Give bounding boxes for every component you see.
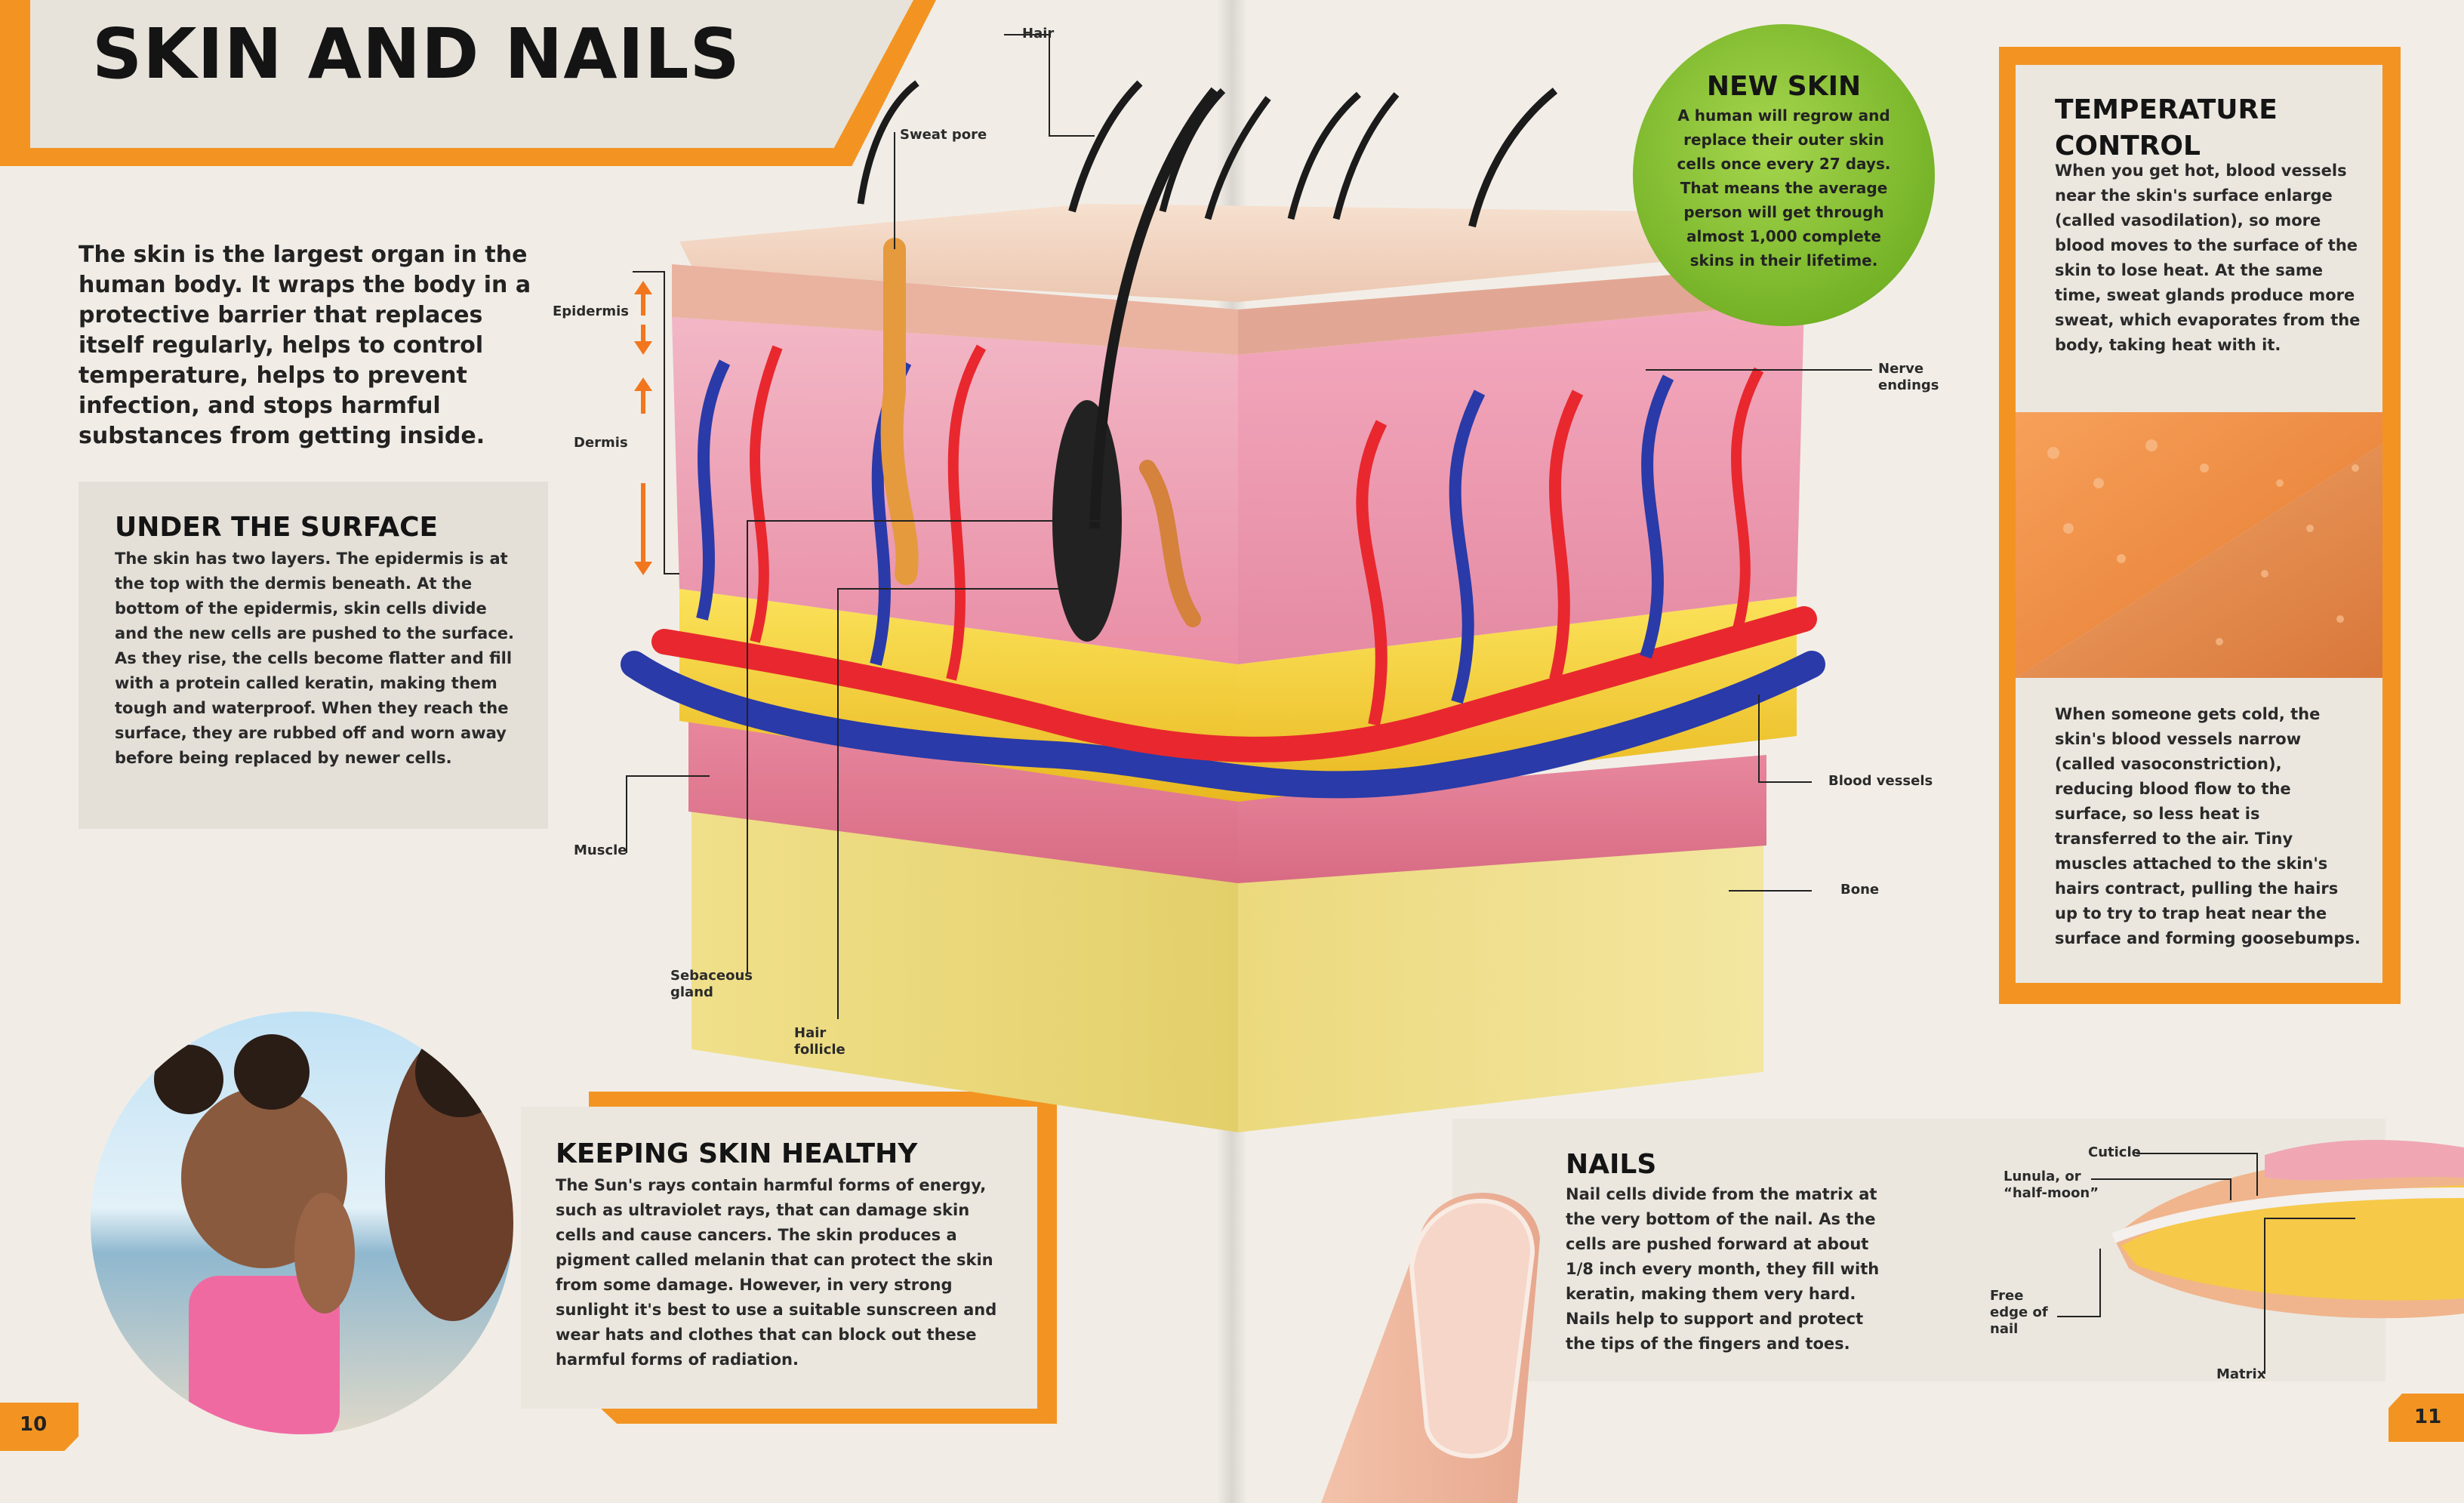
label-matrix: Matrix xyxy=(2216,1366,2266,1382)
label-nerve-endings: Nerve endings xyxy=(1878,361,1939,393)
temperature-title: TEMPERATURE CONTROL xyxy=(2055,94,2278,162)
label-muscle: Muscle xyxy=(574,842,627,858)
label-sebaceous-gland: Sebaceous gland xyxy=(670,968,753,1000)
intro-text: The skin is the largest organ in the hum… xyxy=(79,242,531,449)
page-title: SKIN AND NAILS xyxy=(92,14,741,94)
page-number-right: 11 xyxy=(2414,1406,2442,1428)
new-skin-callout: NEW SKIN A human will regrow and replace… xyxy=(1653,71,1914,273)
keeping-healthy-body: The Sun's rays contain harmful forms of … xyxy=(556,1176,997,1369)
label-blood-vessels: Blood vessels xyxy=(1828,773,1933,789)
page-number-left: 10 xyxy=(20,1413,48,1436)
under-surface-body: The skin has two layers. The epidermis i… xyxy=(115,550,515,767)
right-page-tab xyxy=(2389,1394,2464,1442)
under-surface-box: UNDER THE SURFACE The skin has two layer… xyxy=(79,482,548,829)
new-skin-title: NEW SKIN xyxy=(1706,71,1862,102)
label-lunula: Lunula, or “half-moon” xyxy=(2004,1169,2099,1201)
label-sweat-pore: Sweat pore xyxy=(900,127,987,143)
temperature-body-cold: When someone gets cold, the skin's blood… xyxy=(2055,705,2361,947)
nails-title: NAILS xyxy=(1566,1149,1657,1180)
label-dermis: Dermis xyxy=(574,435,628,451)
nails-body: Nail cells divide from the matrix at the… xyxy=(1566,1185,1880,1353)
left-page-tab xyxy=(0,1403,79,1451)
title-banner xyxy=(30,0,913,148)
label-hair: Hair xyxy=(1022,26,1055,42)
temperature-body-hot: When you get hot, blood vessels near the… xyxy=(2055,162,2361,354)
label-epidermis: Epidermis xyxy=(553,303,629,319)
label-bone: Bone xyxy=(1840,882,1880,898)
label-hair-follicle: Hair follicle xyxy=(794,1025,845,1058)
keeping-healthy-box: KEEPING SKIN HEALTHY The Sun's rays cont… xyxy=(521,1107,1037,1409)
under-surface-title: UNDER THE SURFACE xyxy=(115,512,439,543)
label-cuticle: Cuticle xyxy=(2088,1144,2141,1160)
label-free-edge: Free edge of nail xyxy=(1990,1288,2048,1337)
new-skin-body: A human will regrow and replace their ou… xyxy=(1677,106,1891,269)
keeping-healthy-title: KEEPING SKIN HEALTHY xyxy=(556,1138,918,1169)
